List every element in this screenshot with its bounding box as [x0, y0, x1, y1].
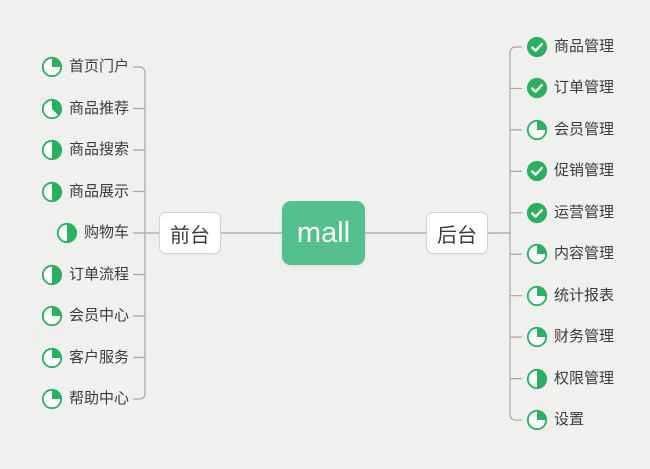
- progress-pie-icon: [526, 243, 548, 265]
- leaf-topic-label: 设置: [554, 411, 585, 429]
- progress-pie-icon: [41, 56, 63, 78]
- progress-pie-icon: [526, 409, 548, 431]
- leaf-topic-label: 订单流程: [68, 265, 129, 283]
- branch-node-frontend[interactable]: 前台: [159, 212, 221, 254]
- leaf-topic-frontend-7[interactable]: 客户服务: [41, 346, 129, 370]
- leaf-topic-backend-8[interactable]: 权限管理: [526, 367, 614, 391]
- leaf-topic-backend-6[interactable]: 统计报表: [526, 284, 614, 308]
- leaf-topic-label: 会员管理: [554, 120, 615, 138]
- leaf-topic-frontend-6[interactable]: 会员中心: [41, 304, 129, 328]
- leaf-topic-frontend-0[interactable]: 首页门户: [41, 55, 129, 79]
- root-node-mall[interactable]: mall: [282, 201, 365, 265]
- progress-pie-icon: [41, 347, 63, 369]
- progress-pie-icon: [526, 326, 548, 348]
- leaf-topic-frontend-5[interactable]: 订单流程: [41, 263, 129, 287]
- check-icon: [526, 202, 548, 224]
- leaf-topic-backend-3[interactable]: 促销管理: [526, 159, 614, 183]
- progress-pie-icon: [41, 264, 63, 286]
- progress-pie-icon: [526, 285, 548, 307]
- leaf-topic-label: 首页门户: [68, 58, 129, 75]
- progress-pie-icon: [41, 305, 63, 327]
- leaf-topic-label: 财务管理: [554, 328, 615, 346]
- leaf-topic-backend-7[interactable]: 财务管理: [526, 325, 614, 349]
- leaf-topic-label: 会员中心: [68, 307, 129, 324]
- progress-pie-icon: [526, 368, 548, 390]
- leaf-topic-label: 内容管理: [554, 245, 615, 263]
- leaf-topic-frontend-8[interactable]: 帮助中心: [41, 387, 129, 411]
- leaf-topic-label: 促销管理: [554, 162, 615, 180]
- leaf-topic-frontend-3[interactable]: 商品展示: [41, 180, 129, 204]
- leaf-topic-label: 帮助中心: [68, 390, 129, 407]
- leaf-topic-backend-0[interactable]: 商品管理: [526, 35, 614, 59]
- leaf-topic-label: 商品管理: [554, 38, 615, 55]
- leaf-topic-frontend-4[interactable]: 购物车: [56, 221, 129, 245]
- leaf-topic-label: 购物车: [83, 224, 129, 241]
- leaf-topic-label: 统计报表: [554, 286, 615, 304]
- leaf-topic-label: 运营管理: [554, 203, 615, 221]
- leaf-topic-backend-2[interactable]: 会员管理: [526, 118, 614, 142]
- progress-pie-icon: [41, 98, 63, 120]
- leaf-topic-label: 商品推荐: [68, 99, 129, 117]
- progress-pie-icon: [56, 222, 78, 244]
- branch-node-backend[interactable]: 后台: [426, 212, 488, 254]
- progress-pie-icon: [526, 119, 548, 141]
- leaf-topic-label: 商品展示: [68, 182, 129, 200]
- check-icon: [526, 160, 548, 182]
- leaf-topic-label: 客户服务: [68, 348, 129, 366]
- check-icon: [526, 36, 548, 58]
- leaf-topic-frontend-1[interactable]: 商品推荐: [41, 97, 129, 121]
- leaf-topic-backend-5[interactable]: 内容管理: [526, 242, 614, 266]
- leaf-topic-backend-1[interactable]: 订单管理: [526, 76, 614, 100]
- leaf-topic-frontend-2[interactable]: 商品搜索: [41, 138, 129, 162]
- leaf-topic-label: 权限管理: [554, 369, 615, 387]
- check-icon: [526, 77, 548, 99]
- progress-pie-icon: [41, 139, 63, 161]
- leaf-topic-label: 订单管理: [554, 79, 615, 97]
- progress-pie-icon: [41, 181, 63, 203]
- leaf-topic-backend-4[interactable]: 运营管理: [526, 201, 614, 225]
- leaf-topic-backend-9[interactable]: 设置: [526, 408, 584, 432]
- leaf-topic-label: 商品搜索: [68, 141, 129, 158]
- progress-pie-icon: [41, 388, 63, 410]
